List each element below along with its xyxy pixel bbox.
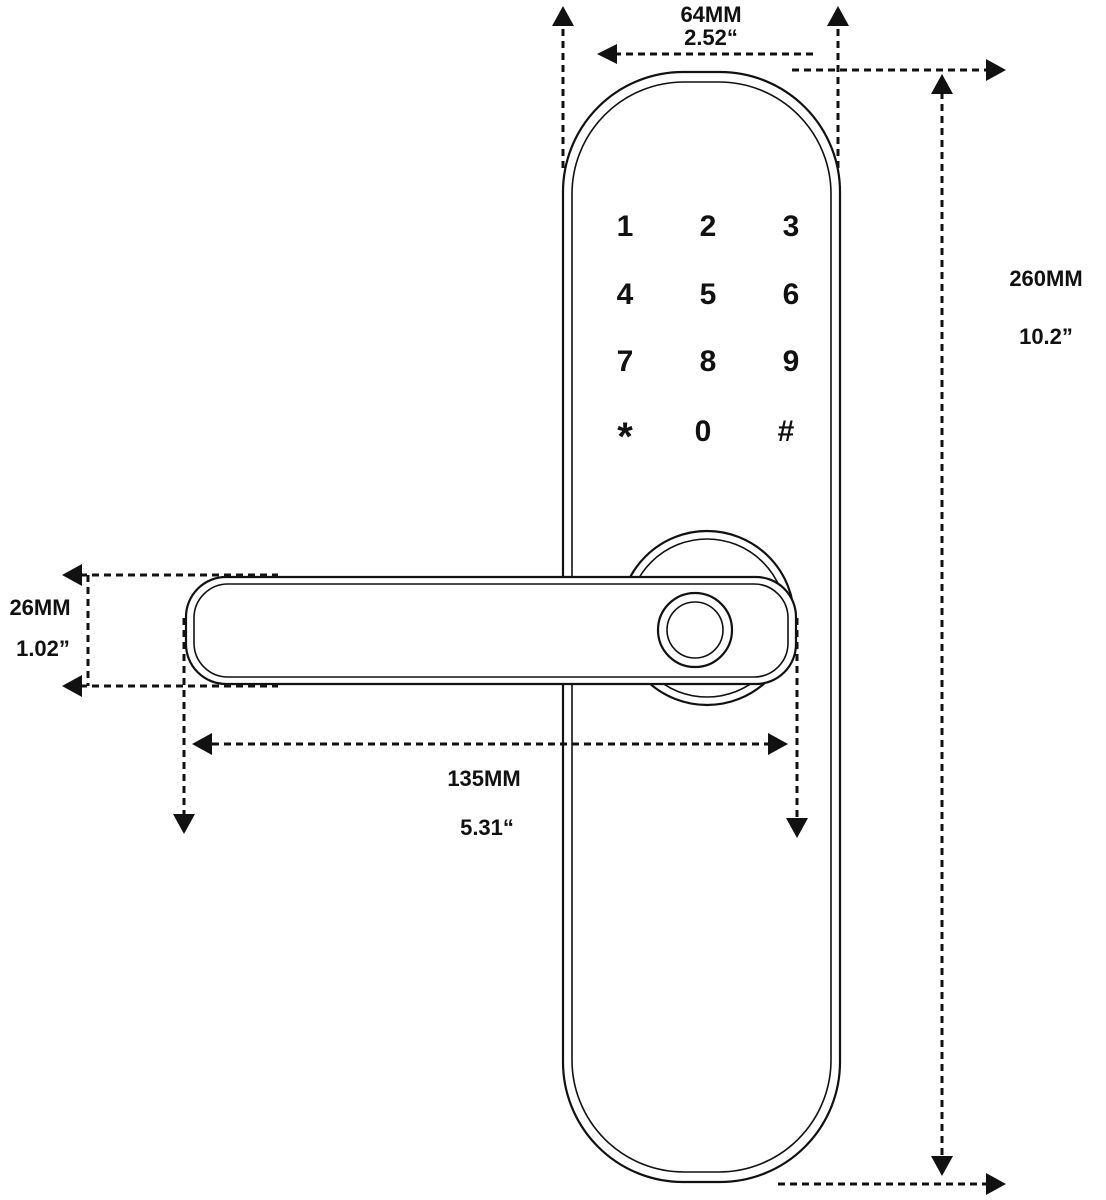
height-metric-label: 260MM <box>1009 266 1082 291</box>
keypad-key-1[interactable]: 1 <box>617 210 634 243</box>
keypad-key-4[interactable]: 4 <box>617 278 634 311</box>
length-imperial-label: 5.31“ <box>460 815 514 840</box>
handle-inner-outline <box>193 583 789 678</box>
keypad-key-3[interactable]: 3 <box>783 210 800 243</box>
keypad-key-6[interactable]: 6 <box>783 278 800 311</box>
thickness-metric-label: 26MM <box>9 595 70 620</box>
length-metric-label: 135MM <box>447 766 520 791</box>
keypad-key-0[interactable]: 0 <box>695 415 712 448</box>
keypad: 1 2 3 4 5 6 7 8 9 * 0 # <box>617 210 800 459</box>
keypad-key-7[interactable]: 7 <box>617 345 634 378</box>
keypad-key-9[interactable]: 9 <box>783 345 800 378</box>
lever-handle[interactable] <box>184 575 798 686</box>
thickness-imperial-label: 1.02” <box>16 636 70 661</box>
keypad-key-star[interactable]: * <box>617 415 633 459</box>
fingerprint-sensor-inner <box>666 601 724 659</box>
dimension-width: 64MM 2.52“ <box>552 2 849 168</box>
keypad-key-2[interactable]: 2 <box>700 210 717 243</box>
fingerprint-sensor-icon[interactable] <box>656 591 734 669</box>
height-imperial-label: 10.2” <box>1019 324 1073 349</box>
keypad-key-8[interactable]: 8 <box>700 345 717 378</box>
width-metric-label: 64MM <box>680 2 741 27</box>
keypad-key-5[interactable]: 5 <box>700 278 717 311</box>
dimension-handle-length: 135MM 5.31“ <box>173 618 808 840</box>
dimension-height: 260MM 10.2” <box>778 59 1083 1195</box>
dimension-handle-thickness: 26MM 1.02” <box>9 564 278 697</box>
width-imperial-label: 2.52“ <box>684 25 738 50</box>
keypad-key-hash[interactable]: # <box>778 415 795 448</box>
